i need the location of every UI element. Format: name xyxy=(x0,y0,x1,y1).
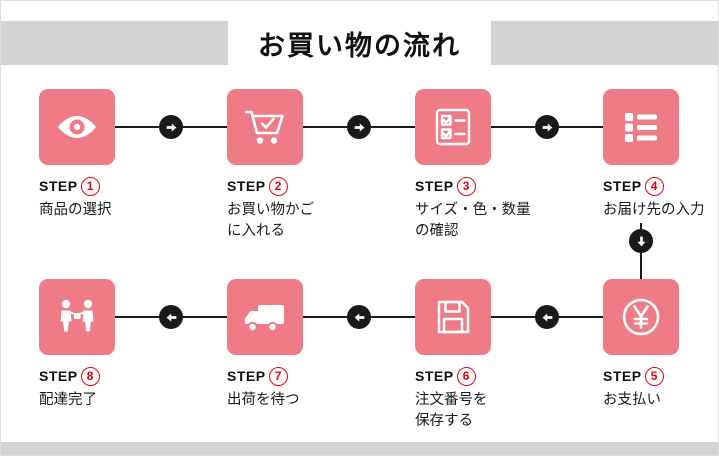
step-number: 2 xyxy=(268,176,288,196)
step-title: お買い物かご に入れる xyxy=(227,202,314,240)
arrow-left-icon xyxy=(159,305,183,329)
step-2: STEP 2 お買い物かご に入れる xyxy=(227,89,397,242)
step-label: STEP 2 xyxy=(227,176,397,196)
step-label: STEP 1 xyxy=(39,176,209,196)
step-number: 7 xyxy=(268,366,288,386)
step-title: 出荷を待つ xyxy=(227,392,300,408)
cart-icon xyxy=(227,89,303,165)
arrow-down-icon xyxy=(629,229,653,253)
step-word: STEP xyxy=(227,368,266,384)
step-title: 商品の選択 xyxy=(39,202,112,218)
header-band: お買い物の流れ xyxy=(1,20,718,66)
step-label: STEP 8 xyxy=(39,366,209,386)
yen-icon xyxy=(603,279,679,355)
step-3: STEP 3 サイズ・色・数量 の確認 xyxy=(415,89,585,242)
step-label: STEP 4 xyxy=(603,176,718,196)
step-title: 配達完了 xyxy=(39,392,97,408)
step-4: STEP 4 お届け先の入力 xyxy=(603,89,718,221)
footer-band xyxy=(1,442,718,455)
list-icon xyxy=(603,89,679,165)
eye-icon xyxy=(39,89,115,165)
step-number: 8 xyxy=(80,366,100,386)
arrow-right-icon xyxy=(535,115,559,139)
step-title: お届け先の入力 xyxy=(603,202,705,218)
checklist-icon xyxy=(415,89,491,165)
step-number: 1 xyxy=(80,176,100,196)
step-1: STEP 1 商品の選択 xyxy=(39,89,209,221)
handshake-icon xyxy=(39,279,115,355)
truck-icon xyxy=(227,279,303,355)
step-word: STEP xyxy=(415,178,454,194)
step-number: 4 xyxy=(644,176,664,196)
step-label: STEP 7 xyxy=(227,366,397,386)
step-7: STEP 7 出荷を待つ xyxy=(227,279,397,411)
step-word: STEP xyxy=(39,178,78,194)
step-8: STEP 8 配達完了 xyxy=(39,279,209,411)
step-number: 3 xyxy=(456,176,476,196)
arrow-right-icon xyxy=(159,115,183,139)
step-6: STEP 6 注文番号を 保存する xyxy=(415,279,585,432)
step-label: STEP 6 xyxy=(415,366,585,386)
step-word: STEP xyxy=(415,368,454,384)
step-number: 5 xyxy=(644,366,664,386)
step-title: サイズ・色・数量 の確認 xyxy=(415,202,531,240)
arrow-left-icon xyxy=(347,305,371,329)
step-label: STEP 5 xyxy=(603,366,718,386)
arrow-left-icon xyxy=(535,305,559,329)
title-box: お買い物の流れ xyxy=(228,20,491,66)
step-label: STEP 3 xyxy=(415,176,585,196)
step-word: STEP xyxy=(603,178,642,194)
step-5: STEP 5 お支払い xyxy=(603,279,718,411)
step-title: お支払い xyxy=(603,392,661,408)
step-number: 6 xyxy=(456,366,476,386)
step-word: STEP xyxy=(603,368,642,384)
floppy-icon xyxy=(415,279,491,355)
step-word: STEP xyxy=(39,368,78,384)
arrow-right-icon xyxy=(347,115,371,139)
step-title: 注文番号を 保存する xyxy=(415,392,488,430)
step-word: STEP xyxy=(227,178,266,194)
page-title: お買い物の流れ xyxy=(258,30,461,61)
